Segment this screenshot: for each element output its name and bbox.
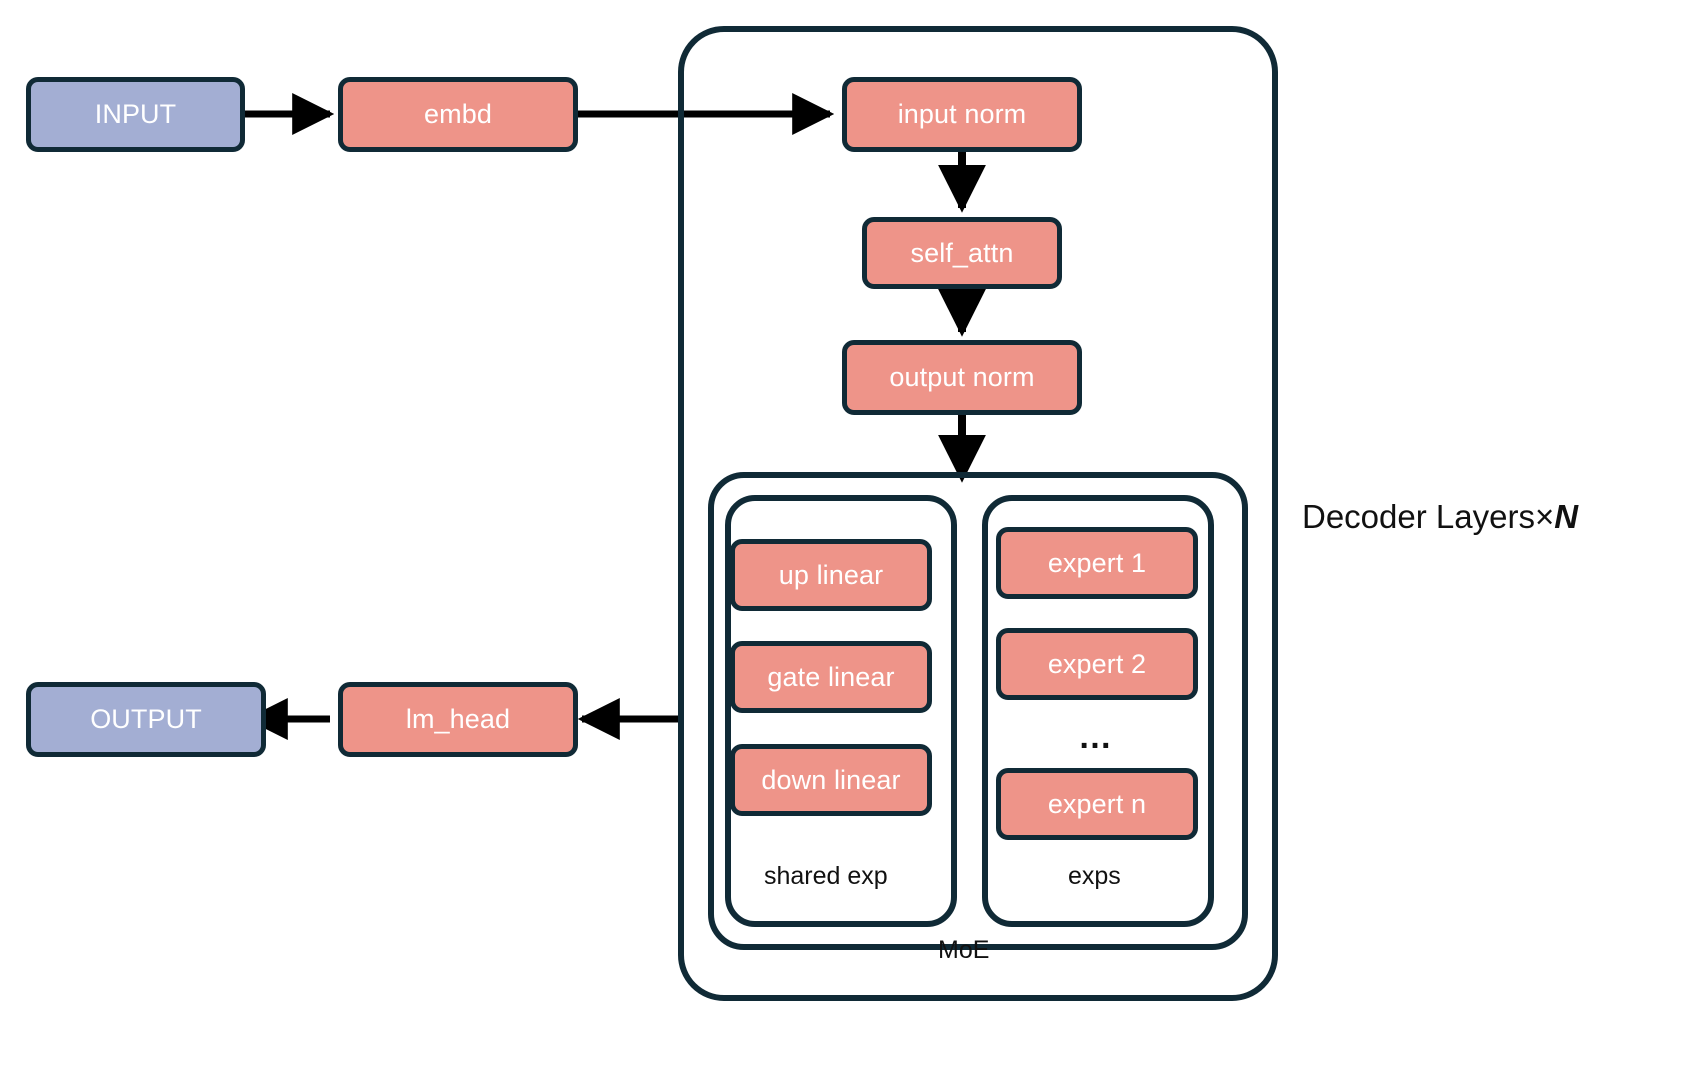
node-self-attn[interactable]: self_attn [862, 217, 1062, 289]
node-expert-2[interactable]: expert 2 [996, 628, 1198, 700]
experts-container [982, 495, 1214, 927]
node-embd[interactable]: embd [338, 77, 578, 152]
node-input[interactable]: INPUT [26, 77, 245, 152]
moe-container [708, 472, 1248, 950]
experts-caption: exps [1068, 862, 1121, 890]
decoder-layers-label: Decoder Layers×N [1302, 500, 1578, 533]
experts-ellipsis: … [1078, 718, 1114, 756]
moe-caption: MoE [938, 936, 990, 964]
node-lm-head[interactable]: lm_head [338, 682, 578, 757]
node-output[interactable]: OUTPUT [26, 682, 266, 757]
shared-expert-container [725, 495, 957, 927]
decoder-layers-container [678, 26, 1278, 1001]
node-expert-1[interactable]: expert 1 [996, 527, 1198, 599]
node-output-norm[interactable]: output norm [842, 340, 1082, 415]
shared-expert-caption: shared exp [764, 862, 888, 890]
node-gate-linear[interactable]: gate linear [730, 641, 932, 713]
node-up-linear[interactable]: up linear [730, 539, 932, 611]
node-expert-n[interactable]: expert n [996, 768, 1198, 840]
node-down-linear[interactable]: down linear [730, 744, 932, 816]
node-input-norm[interactable]: input norm [842, 77, 1082, 152]
decoder-layers-count-var: N [1554, 498, 1579, 535]
decoder-layers-label-text: Decoder Layers× [1302, 498, 1555, 535]
